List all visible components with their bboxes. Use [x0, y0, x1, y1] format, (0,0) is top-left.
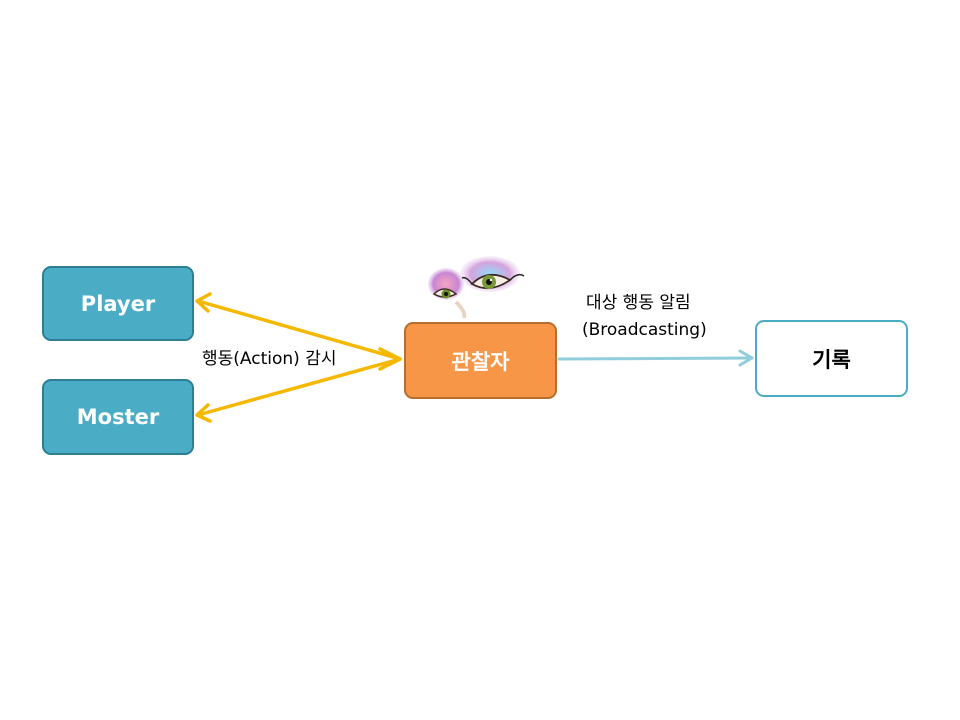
player-label: Player	[80, 291, 156, 316]
record-node: 기록	[755, 320, 908, 397]
broadcast-label-line1: 대상 행동 알림	[586, 293, 691, 313]
observer-label: 관찰자	[451, 349, 510, 374]
arrowhead-player	[195, 292, 212, 313]
broadcast-label-line2: (Broadcasting)	[582, 320, 707, 340]
moster-node: Moster	[42, 379, 194, 455]
record-label: 기록	[812, 347, 851, 372]
arrowhead-observer	[378, 347, 402, 371]
arrow-to-moster	[196, 357, 402, 417]
watch-arrows	[195, 292, 402, 423]
broadcast-arrow	[557, 349, 754, 367]
eyes-image	[428, 256, 525, 318]
watch-label: 행동(Action) 감시	[202, 349, 337, 369]
arrow-to-player	[196, 299, 402, 361]
observer-node: 관찰자	[404, 322, 557, 399]
player-node: Player	[42, 266, 194, 341]
moster-label: Moster	[76, 405, 160, 429]
arrowhead-moster	[195, 403, 212, 423]
arrowhead-record	[738, 349, 754, 367]
